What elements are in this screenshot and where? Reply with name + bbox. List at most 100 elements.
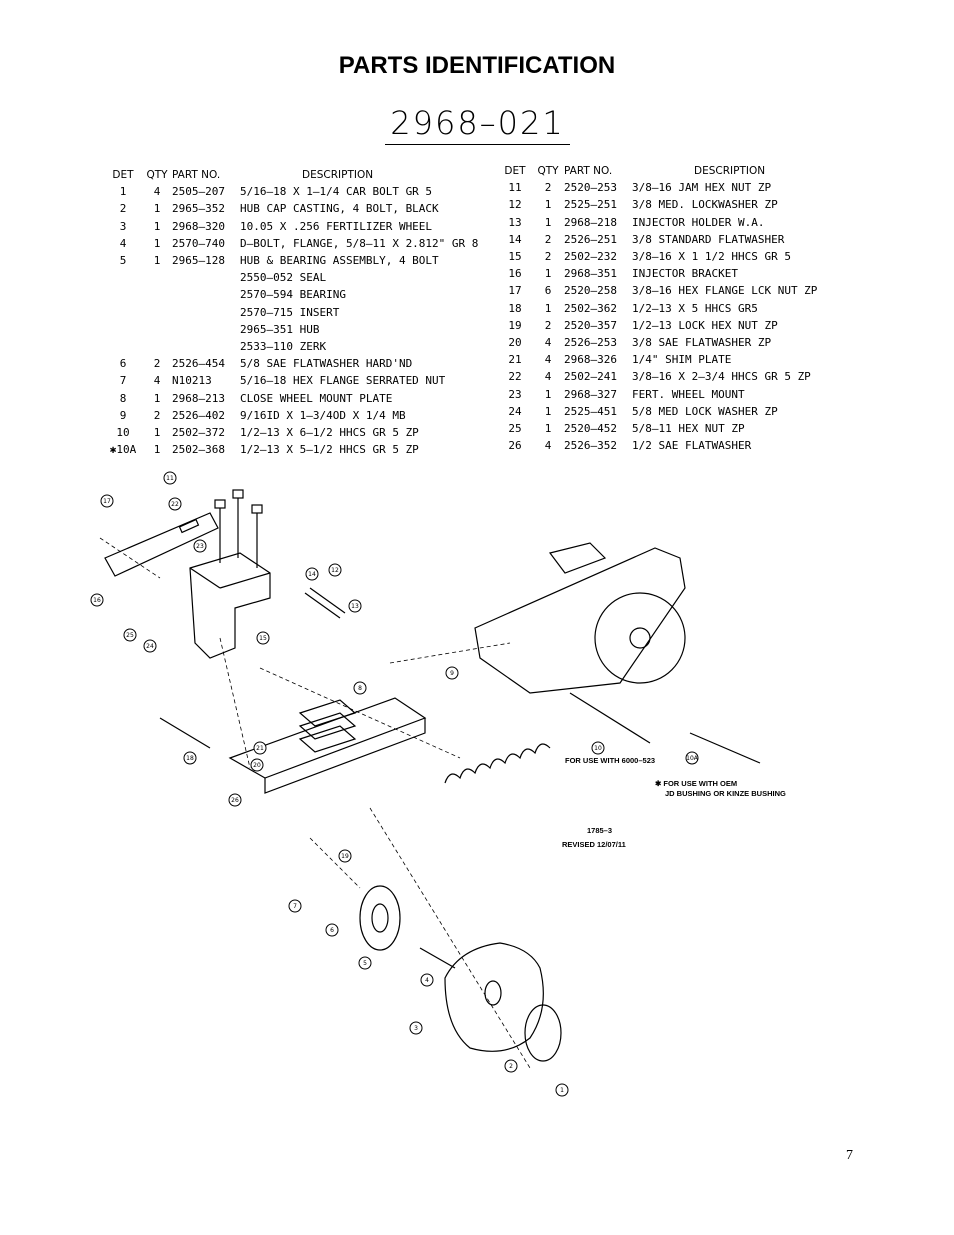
callout-17: 17 <box>100 494 114 508</box>
table-row: 2570–715 INSERT <box>104 304 510 321</box>
part-no-cell: 2520–452 <box>564 421 617 435</box>
callout-label: 7 <box>293 903 297 910</box>
header-det: DET <box>112 168 134 181</box>
callout-12: 12 <box>328 563 342 577</box>
part-no-cell: 2505–207 <box>172 185 225 199</box>
callout-label: 25 <box>126 632 134 639</box>
qty-cell: 1 <box>544 198 552 212</box>
det-cell: 23 <box>508 387 522 401</box>
det-cell: 1 <box>119 185 127 199</box>
revision-date: REVISED 12/07/11 <box>562 840 626 849</box>
qty-cell <box>142 269 172 286</box>
callout-label: 14 <box>308 571 316 578</box>
det-cell: 6 <box>119 357 127 371</box>
arm-wheel-shape <box>594 592 686 684</box>
description-cell: 2550–052 SEAL <box>240 271 327 285</box>
part-no-cell: 2526–251 <box>564 232 617 246</box>
callout-22: 22 <box>168 497 182 511</box>
callout-circle <box>123 628 137 642</box>
callout-circle <box>555 1083 569 1097</box>
qty-cell <box>142 338 172 355</box>
description-cell: 5/8–11 HEX NUT ZP <box>632 421 745 435</box>
part-no-cell: 2968–218 <box>564 215 617 229</box>
callout-circle <box>358 956 372 970</box>
callout-9: 9 <box>445 666 459 680</box>
part-no-cell: 2968–213 <box>172 391 225 405</box>
table-header-row: DET QTY PART NO. DESCRIPTION <box>498 162 842 179</box>
callout-circle <box>253 741 267 755</box>
part-no-cell: 2502–368 <box>172 443 225 457</box>
note-6000: FOR USE WITH 6000–523 <box>565 756 656 765</box>
callout-circle <box>420 973 434 987</box>
callout-circle <box>353 681 367 695</box>
qty-cell: 4 <box>153 185 161 199</box>
qty-cell: 2 <box>153 408 161 422</box>
part-no-cell: 2968–327 <box>564 387 617 401</box>
description-cell: 9/16ID X 1–3/4OD X 1/4 MB <box>240 408 406 422</box>
description-cell: D–BOLT, FLANGE, 5/8–11 X 2.812" GR 8 <box>240 236 479 250</box>
callout-label: 13 <box>351 603 359 610</box>
part-no-cell: 2965–128 <box>172 254 225 268</box>
part-no-cell: 2526–402 <box>172 408 225 422</box>
callout-5: 5 <box>358 956 372 970</box>
det-cell <box>104 286 142 303</box>
callout-6: 6 <box>325 923 339 937</box>
part-no-cell: 2526–352 <box>564 439 617 453</box>
callout-label: 23 <box>196 543 204 550</box>
description-cell: 3/8 STANDARD FLATWASHER <box>632 232 785 246</box>
callout-circle <box>183 751 197 765</box>
callout-circle <box>504 1059 518 1073</box>
callout-16: 16 <box>90 593 104 607</box>
det-cell: 18 <box>508 301 522 315</box>
qty-cell: 2 <box>544 181 552 195</box>
det-cell <box>104 269 142 286</box>
qty-cell: 1 <box>153 425 161 439</box>
description-cell: 3/8 MED. LOCKWASHER ZP <box>632 198 778 212</box>
det-cell: 3 <box>119 219 127 233</box>
description-cell: 5/16–18 HEX FLANGE SERRATED NUT <box>240 374 446 388</box>
fertilizer-wheel-shape <box>444 942 544 1052</box>
planter-arm-shape <box>474 547 686 694</box>
det-cell: 2 <box>119 202 127 216</box>
det-cell: 7 <box>119 374 127 388</box>
callout-circle <box>305 567 319 581</box>
qty-cell: 1 <box>544 301 552 315</box>
qty-cell: 4 <box>153 374 161 388</box>
callout-circle <box>90 593 104 607</box>
qty-cell <box>142 321 172 338</box>
det-cell: 13 <box>508 215 522 229</box>
qty-cell: 1 <box>544 421 552 435</box>
part-no-cell: 2570–740 <box>172 236 225 250</box>
description-cell: CLOSE WHEEL MOUNT PLATE <box>240 391 393 405</box>
callout-label: 3 <box>414 1025 418 1032</box>
part-no-cell: 2968–326 <box>564 353 617 367</box>
bolt-10-shape <box>569 692 651 744</box>
description-cell: 2533–110 ZERK <box>240 339 327 353</box>
page-number: 7 <box>846 1148 853 1163</box>
part-no-cell: 2526–454 <box>172 357 225 371</box>
callout-circle <box>409 1021 423 1035</box>
description-cell: HUB CAP CASTING, 4 BOLT, BLACK <box>240 202 439 216</box>
callout-circle <box>328 563 342 577</box>
det-cell <box>104 321 142 338</box>
callout-label: 6 <box>330 927 334 934</box>
callout-label: 10A <box>686 755 699 762</box>
note-oem-line2: JD BUSHING OR KINZE BUSHING <box>665 789 786 798</box>
callout-label: 24 <box>146 643 154 650</box>
qty-cell <box>142 286 172 303</box>
callout-label: 1 <box>560 1087 564 1094</box>
bolt-18-shape <box>159 717 211 749</box>
description-cell: 3/8–16 X 2–3/4 HHCS GR 5 ZP <box>632 370 811 384</box>
det-cell: 20 <box>508 335 522 349</box>
qty-cell: 1 <box>544 267 552 281</box>
description-cell: 1/4" SHIM PLATE <box>632 353 732 367</box>
callout-8: 8 <box>353 681 367 695</box>
callout-4: 4 <box>420 973 434 987</box>
